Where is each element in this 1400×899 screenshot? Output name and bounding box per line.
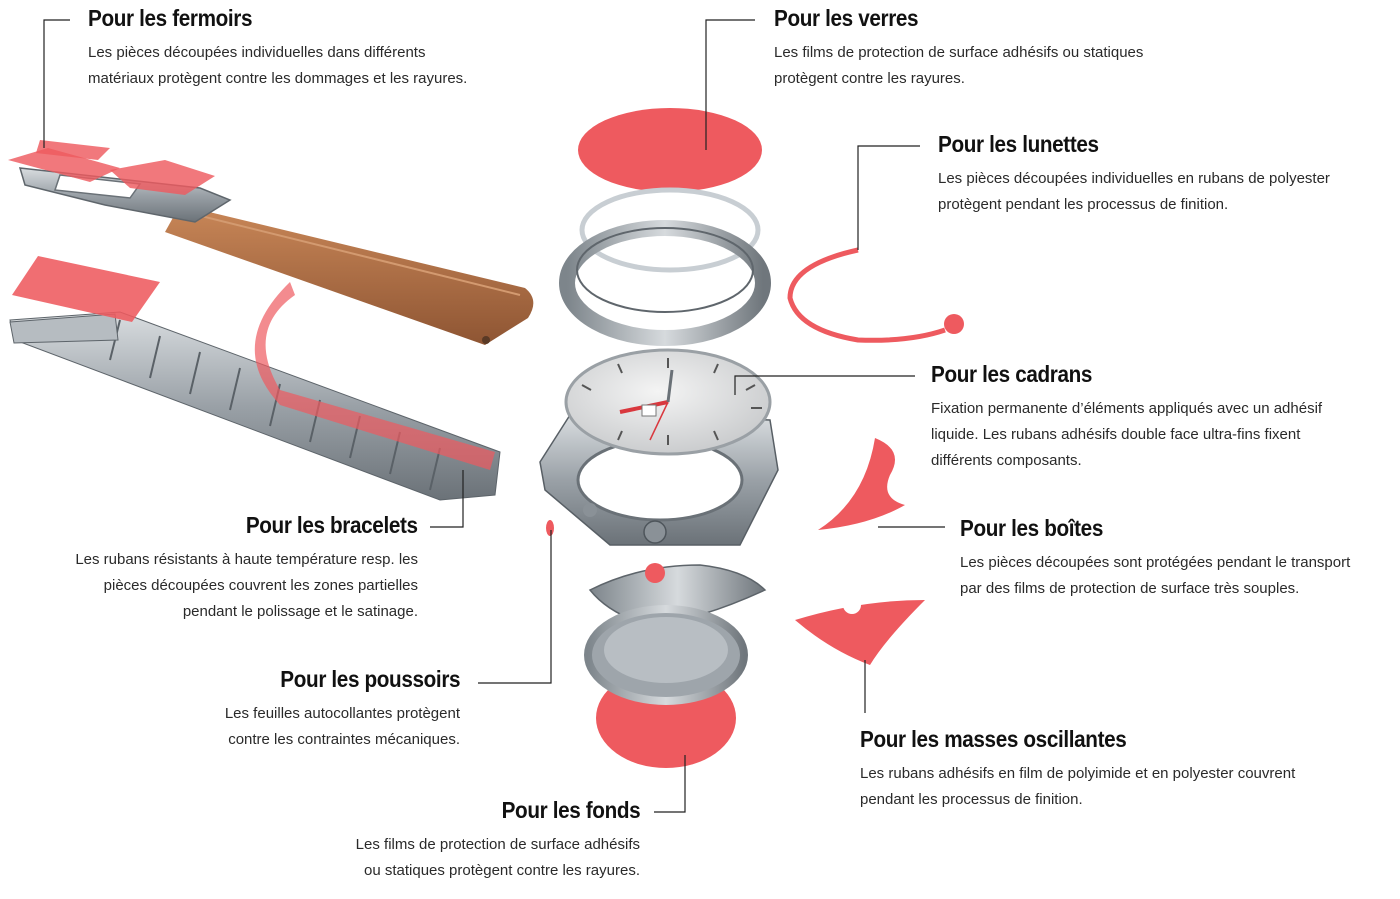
oscillating-weight-film <box>795 596 925 665</box>
text-lunettes: Les pièces découpées individuelles en ru… <box>938 170 1330 213</box>
bezel <box>559 220 771 346</box>
metal-bracelet <box>9 311 501 501</box>
text-masses-oscillantes: Les rubans adhésifs en film de polyimide… <box>860 765 1296 808</box>
title-lunettes: Pour les lunettes <box>938 131 1099 157</box>
dial <box>564 348 772 456</box>
label-boites: Pour les boîtes Les pièces découpées son… <box>960 515 1350 602</box>
text-fonds: Les films de protection de surface adhés… <box>355 836 640 879</box>
title-masses-oscillantes: Pour les masses oscillantes <box>860 726 1127 752</box>
label-poussoirs: Pour les poussoirs Les feuilles autocoll… <box>224 666 461 753</box>
label-masses-oscillantes: Pour les masses oscillantes Les rubans a… <box>860 726 1295 813</box>
label-fermoirs: Pour les fermoirs Les pièces découpées i… <box>88 5 467 92</box>
title-fermoirs: Pour les fermoirs <box>88 5 253 31</box>
clasp-protective-film <box>8 140 215 195</box>
pusher-film <box>546 520 554 536</box>
clasp <box>18 167 232 223</box>
label-lunettes: Pour les lunettes Les pièces découpées i… <box>938 131 1330 218</box>
title-cadrans: Pour les cadrans <box>931 361 1093 387</box>
title-verres: Pour les verres <box>774 5 919 31</box>
crystal-film <box>578 108 762 192</box>
title-poussoirs: Pour les poussoirs <box>280 666 460 692</box>
title-boites: Pour les boîtes <box>960 515 1103 541</box>
title-bracelets: Pour les bracelets <box>246 512 418 538</box>
crystal <box>579 187 761 273</box>
label-cadrans: Pour les cadrans Fixation permanente d’é… <box>931 361 1322 474</box>
text-boites: Les pièces découpées sont protégées pend… <box>960 554 1351 597</box>
label-fonds: Pour les fonds Les films de protection d… <box>355 797 641 884</box>
leather-strap <box>165 205 534 345</box>
bezel-film <box>787 247 964 343</box>
label-bracelets: Pour les bracelets Les rubans résistants… <box>75 512 418 625</box>
bracelet-protective-film <box>12 256 495 470</box>
label-verres: Pour les verres Les films de protection … <box>774 5 1143 92</box>
leader-lines <box>43 19 945 813</box>
text-fermoirs: Les pièces découpées individuelles dans … <box>88 44 468 87</box>
text-verres: Les films de protection de surface adhés… <box>774 44 1144 87</box>
title-fonds: Pour les fonds <box>501 797 640 823</box>
text-bracelets: Les rubans résistants à haute températur… <box>75 551 418 620</box>
case-film <box>818 438 905 530</box>
caseback <box>584 605 748 705</box>
text-cadrans: Fixation permanente d’éléments appliqués… <box>931 400 1323 469</box>
